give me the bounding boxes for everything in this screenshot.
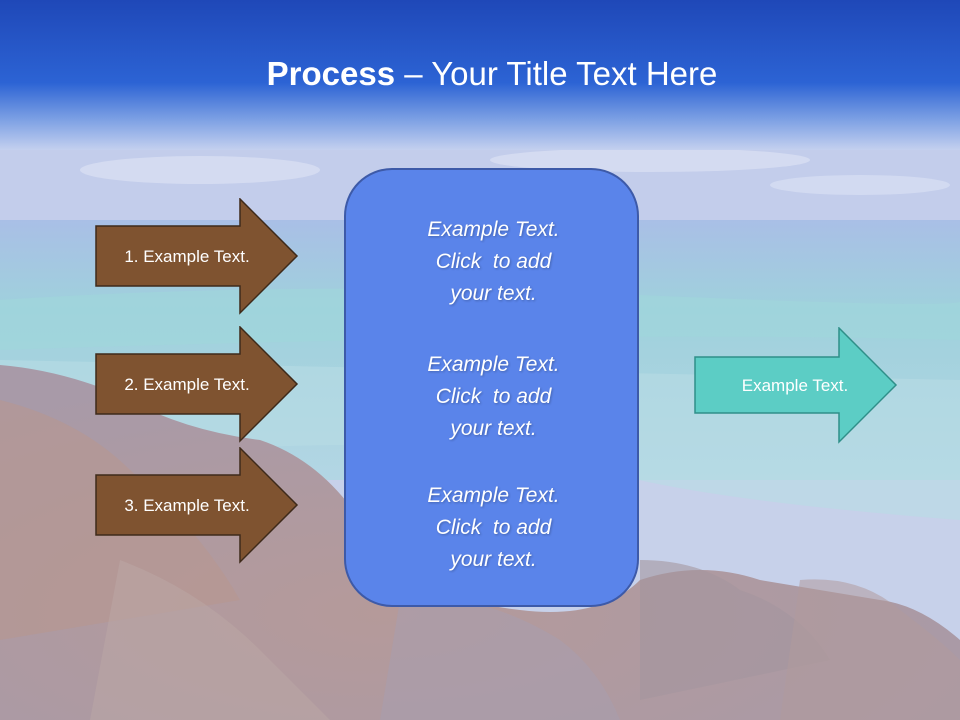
step-arrow-3[interactable]: 3. Example Text. — [95, 447, 301, 565]
step-label-2: 2. Example Text. — [124, 375, 250, 394]
output-arrow[interactable]: Example Text. — [694, 327, 900, 445]
right-arrow-shape-icon — [95, 198, 299, 315]
center-text-item-3: Example Text. Click to add your text. — [427, 484, 560, 571]
title-rest: Your Title Text Here — [431, 55, 718, 92]
step-arrow-2[interactable]: 2. Example Text. — [95, 326, 301, 444]
right-arrow-shape-icon — [95, 326, 299, 443]
center-text-item-2: Example Text. Click to add your text. — [427, 353, 560, 440]
step-arrow-1[interactable]: 1. Example Text. — [95, 198, 301, 316]
right-arrow-shape-icon — [95, 447, 299, 564]
step-label-1: 1. Example Text. — [124, 247, 250, 266]
title-bold: Process — [266, 55, 396, 92]
center-text-box[interactable]: Example Text. Click to add your text. Ex… — [344, 168, 639, 607]
output-label: Example Text. — [741, 376, 849, 395]
center-text-item-1: Example Text. Click to add your text. — [427, 218, 560, 305]
right-arrow-shape-icon — [694, 327, 898, 444]
slide-title: Process – Your Title Text Here — [0, 52, 960, 96]
title-dash: – — [395, 55, 432, 92]
step-label-3: 3. Example Text. — [124, 496, 250, 515]
